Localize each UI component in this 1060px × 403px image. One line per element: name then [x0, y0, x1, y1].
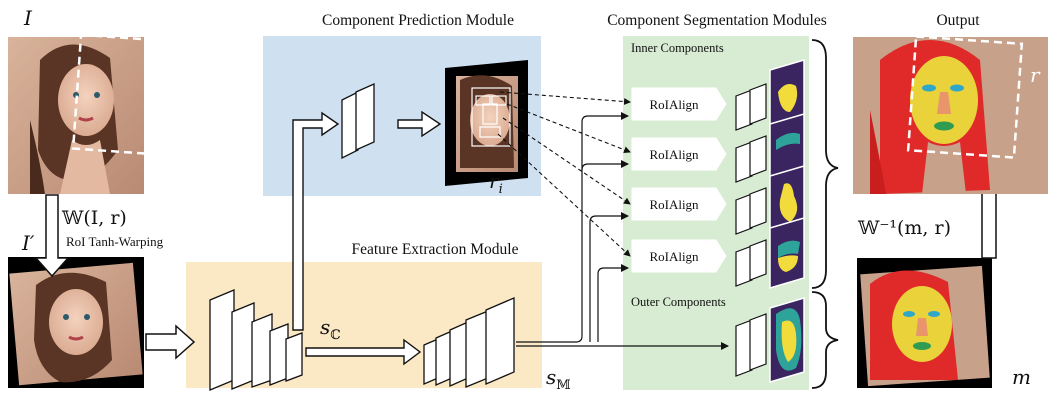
backbone-to-fpn-arrow: [305, 338, 422, 366]
outer-brace: [811, 291, 839, 389]
feature-m-label: s𝕄: [546, 365, 571, 393]
input-image: [8, 33, 179, 194]
outer-components-label: Outer Components: [631, 295, 726, 309]
prediction-feature-maps: [341, 82, 375, 160]
roialign-block-2: RoIAlign: [631, 137, 727, 171]
roialign-block-4: RoIAlign: [631, 239, 727, 273]
feature-c-label: sℂ: [320, 315, 341, 343]
inner-head-3: [735, 164, 805, 238]
mask-image: [857, 258, 992, 388]
outer-head: [735, 296, 805, 384]
roi-prediction-image: [445, 60, 528, 186]
svg-text:RoIAlign: RoIAlign: [649, 147, 699, 162]
roi-dashed-links: [497, 91, 631, 257]
input-image-label: I: [23, 6, 33, 30]
svg-text:RoIAlign: RoIAlign: [649, 97, 699, 112]
warped-image-label: I′: [21, 231, 35, 255]
component-segmentation-title: Component Segmentation Modules: [607, 12, 827, 29]
svg-text:RoIAlign: RoIAlign: [649, 249, 699, 264]
input-roi-label: r: [180, 63, 191, 87]
roi-i-label: ri: [489, 169, 503, 197]
output-image: [853, 35, 1048, 194]
warped-image: [8, 257, 144, 388]
svg-text:RoIAlign: RoIAlign: [649, 197, 699, 212]
mask-label: m: [1012, 365, 1031, 389]
inner-head-1: [735, 58, 805, 132]
component-prediction-title: Component Prediction Module: [322, 12, 514, 29]
prediction-to-roi-arrow: [397, 110, 442, 138]
fpn-feature-stack: [423, 297, 515, 388]
backbone-feature-stack: [209, 289, 303, 391]
warp-arrow: [34, 194, 70, 278]
inner-head-4: [735, 216, 805, 290]
feature-m-links: [516, 112, 729, 350]
inverse-formula: 𝕎⁻¹(m, r): [857, 217, 951, 239]
inner-brace: [811, 39, 839, 289]
features-to-prediction-arrow: [292, 111, 340, 331]
inner-components-label: Inner Components: [631, 41, 724, 55]
output-title: Output: [936, 12, 980, 29]
input-to-features-arrow: [145, 324, 196, 360]
warp-formula: 𝕎(I, r): [61, 207, 127, 229]
feature-extraction-title: Feature Extraction Module: [351, 241, 518, 258]
roialign-block-1: RoIAlign: [631, 87, 727, 121]
output-roi-box: [906, 35, 1024, 159]
roialign-block-3: RoIAlign: [631, 187, 727, 221]
warp-name: RoI Tanh-Warping: [66, 234, 164, 249]
output-roi-label: r: [1030, 63, 1041, 87]
